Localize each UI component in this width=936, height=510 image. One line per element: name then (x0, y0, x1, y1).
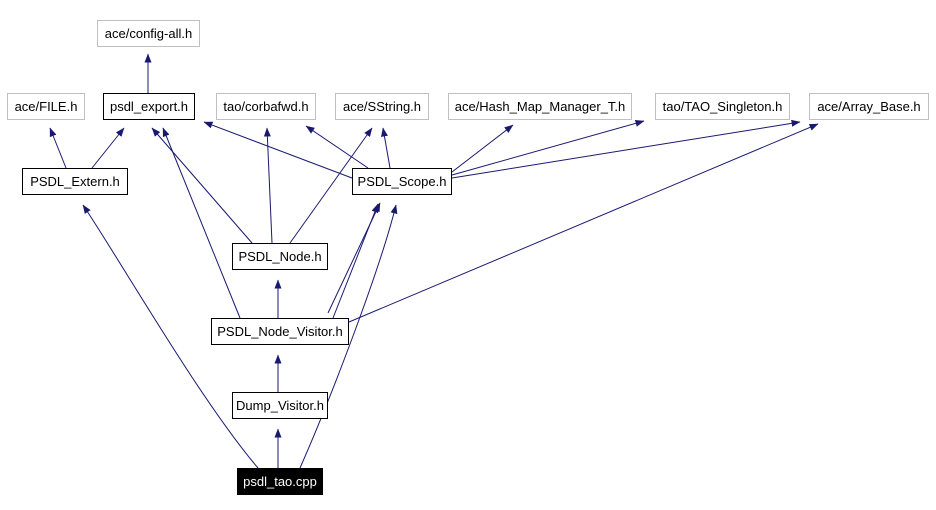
node-sstring[interactable]: ace/SString.h (335, 93, 429, 120)
dependency-edge (451, 119, 645, 176)
node-label: ace/Array_Base.h (817, 99, 921, 114)
dependency-edge (332, 203, 379, 319)
node-ace_file[interactable]: ace/FILE.h (7, 93, 85, 120)
node-label: PSDL_Node.h (238, 249, 322, 264)
node-psdl_node_visitor[interactable]: PSDL_Node_Visitor.h (211, 318, 349, 345)
node-label: Dump_Visitor.h (236, 398, 324, 413)
dependency-edge (82, 204, 259, 469)
dependency-edge (289, 127, 373, 244)
node-array_base[interactable]: ace/Array_Base.h (809, 93, 929, 120)
node-tao_singleton[interactable]: tao/TAO_Singleton.h (655, 93, 790, 120)
dependency-edge (451, 124, 514, 173)
dependency-edge (305, 125, 369, 169)
node-label: ace/config-all.h (104, 26, 193, 41)
dependency-edge (299, 204, 398, 469)
node-label: PSDL_Node_Visitor.h (217, 324, 343, 339)
node-hash_map[interactable]: ace/Hash_Map_Manager_T.h (448, 93, 632, 120)
node-config_all[interactable]: ace/config-all.h (97, 20, 200, 47)
edge-group (49, 53, 819, 469)
dependency-edge (151, 127, 253, 244)
node-corbafwd[interactable]: tao/corbafwd.h (216, 93, 316, 120)
dependency-edge (162, 127, 241, 319)
node-label: ace/Hash_Map_Manager_T.h (454, 99, 626, 114)
dependency-edge (381, 127, 391, 169)
dependency-edge (263, 127, 273, 244)
node-label: ace/FILE.h (14, 99, 78, 114)
dependency-edge (91, 127, 125, 169)
node-label: psdl_tao.cpp (243, 474, 317, 489)
node-label: ace/SString.h (342, 99, 422, 114)
node-psdl_scope[interactable]: PSDL_Scope.h (352, 168, 452, 195)
node-label: PSDL_Scope.h (357, 174, 447, 189)
node-label: psdl_export.h (109, 99, 189, 114)
dependency-edge (203, 121, 353, 179)
node-psdl_extern[interactable]: PSDL_Extern.h (22, 168, 128, 195)
dependency-edge (348, 123, 819, 323)
node-label: tao/corbafwd.h (223, 99, 309, 114)
node-label: PSDL_Extern.h (30, 174, 120, 189)
node-psdl_tao[interactable]: psdl_tao.cpp (237, 468, 323, 495)
dependency-edge (451, 119, 801, 179)
node-psdl_export[interactable]: psdl_export.h (103, 93, 195, 120)
node-psdl_node[interactable]: PSDL_Node.h (232, 243, 328, 270)
node-dump_visitor[interactable]: Dump_Visitor.h (232, 392, 328, 419)
dependency-edge (49, 127, 67, 169)
node-label: tao/TAO_Singleton.h (662, 99, 783, 114)
